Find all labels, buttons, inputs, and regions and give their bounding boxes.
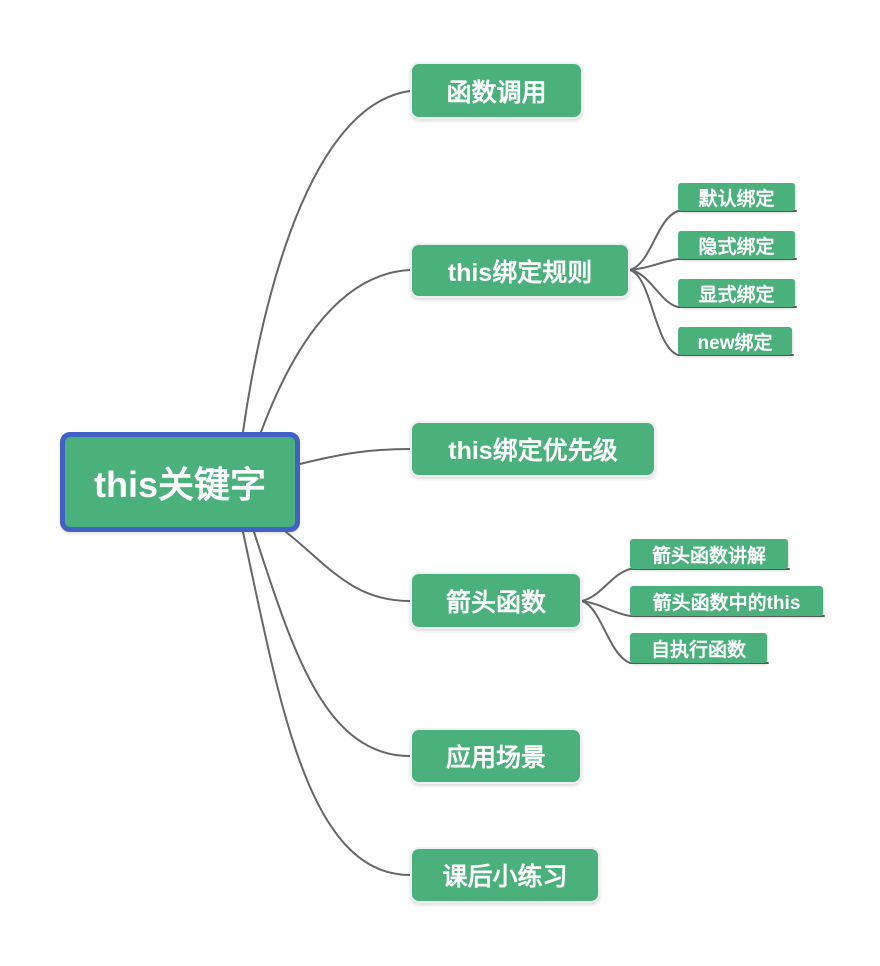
leaf-node-new-binding[interactable]: new绑定 (678, 327, 792, 355)
branch-node-use-cases[interactable]: 应用场景 (410, 728, 582, 784)
connector-root-to-arrow-function (285, 531, 411, 602)
connector-root-to-binding-priority (299, 448, 411, 465)
connector-root-to-function-call (242, 90, 411, 433)
leaf-node-implicit-binding[interactable]: 隐式绑定 (678, 231, 795, 259)
branch-node-arrow-function[interactable]: 箭头函数 (410, 572, 582, 629)
leaf-node-default-binding[interactable]: 默认绑定 (678, 183, 795, 211)
connector-root-to-use-cases (253, 531, 411, 757)
branch-node-binding-rules[interactable]: this绑定规则 (410, 243, 630, 298)
branch-node-practice[interactable]: 课后小练习 (410, 847, 600, 903)
branch-node-binding-priority[interactable]: this绑定优先级 (410, 421, 656, 477)
leaf-node-this-in-arrow[interactable]: 箭头函数中的this (630, 586, 823, 616)
connector-root-to-binding-rules (260, 269, 411, 433)
branch-node-function-call[interactable]: 函数调用 (410, 62, 583, 119)
connector-root-to-practice (242, 531, 411, 876)
root-node-this-keyword[interactable]: this关键字 (60, 432, 300, 532)
connector-rules-to-implicit-binding (629, 258, 797, 271)
leaf-node-arrow-lecture[interactable]: 箭头函数讲解 (630, 539, 788, 569)
leaf-node-explicit-binding[interactable]: 显式绑定 (678, 279, 795, 307)
leaf-node-iife[interactable]: 自执行函数 (630, 633, 767, 663)
